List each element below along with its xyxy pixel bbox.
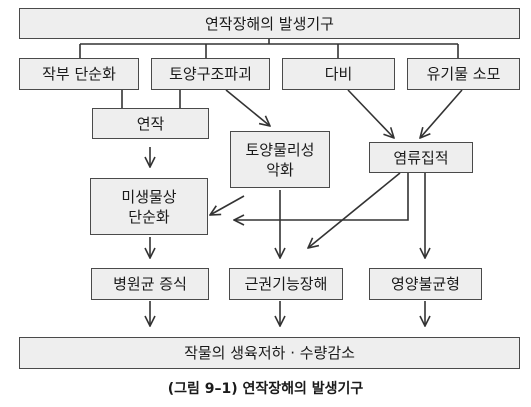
- arrow-salt-to-microbe: [234, 173, 409, 220]
- arrow-soil-to-deterioration: [225, 89, 270, 126]
- arrow-deterioration-to-microbe: [210, 195, 245, 215]
- continuous-cropping-box: 연작: [92, 108, 209, 139]
- effect-root-function: 근권기능장해: [229, 268, 343, 300]
- title-box: 연작장해의 발생기구: [19, 8, 520, 39]
- soil-deterioration-box: 토양물리성 악화: [230, 131, 330, 188]
- salt-accumulation-box: 염류집적: [369, 142, 473, 173]
- effect-nutrient-imbalance: 영양불균형: [369, 268, 482, 300]
- cause-organic-loss: 유기물 소모: [407, 58, 520, 90]
- arrow-salt-to-root: [308, 172, 401, 248]
- effect-pathogen: 병원균 증식: [91, 268, 209, 300]
- arrow-organic-to-salt: [420, 89, 463, 138]
- cause-soil-structure: 토양구조파괴: [151, 58, 270, 90]
- figure-caption: (그림 9–1) 연작장해의 발생기구: [167, 381, 364, 397]
- cause-crop-simplification: 작부 단순화: [19, 58, 139, 90]
- microbe-simplification-box: 미생물상 단순화: [90, 178, 208, 235]
- arrow-overfert-to-salt: [347, 89, 394, 138]
- cause-overfertilization: 다비: [282, 58, 395, 90]
- result-box: 작물의 생육저하 · 수량감소: [19, 337, 520, 369]
